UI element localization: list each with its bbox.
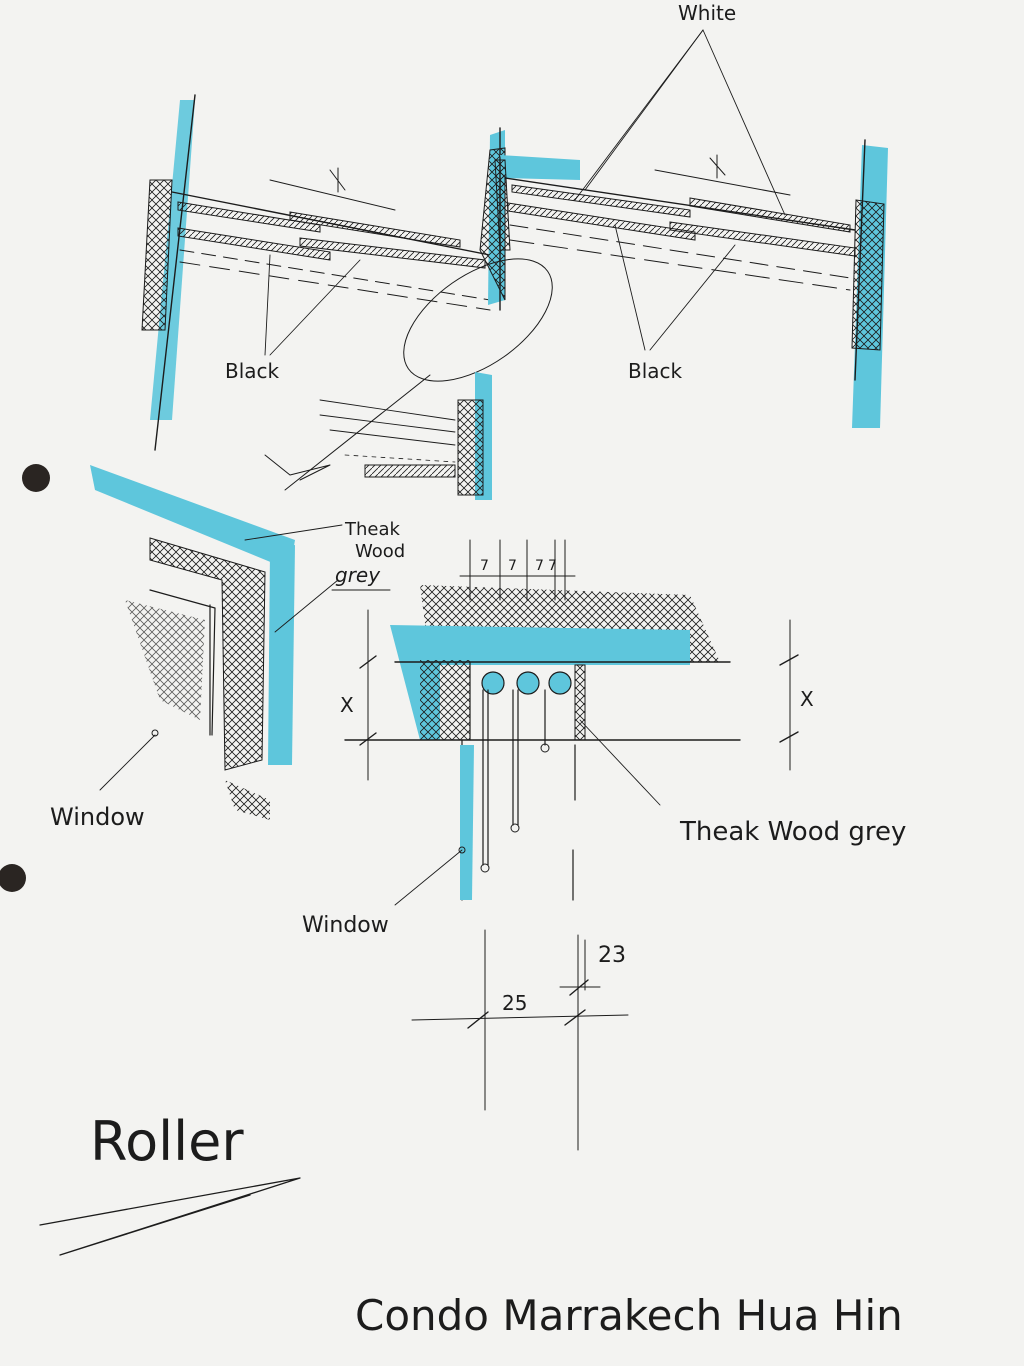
- marker-wall-left: [150, 100, 195, 420]
- dim-7-2: 7: [508, 558, 517, 574]
- label-roller: Roller: [90, 1110, 244, 1173]
- label-white: White: [678, 1, 736, 25]
- roller-underline: [39, 1177, 301, 1256]
- dim-7-1: 7: [480, 558, 489, 574]
- label-footer: Condo Marrakech Hua Hin: [355, 1291, 903, 1340]
- marker-window-frame: [460, 745, 474, 900]
- wall-hatch-left: [141, 179, 173, 331]
- marker-top-right-corner: [500, 155, 580, 180]
- dim-7-4: 7: [548, 558, 557, 574]
- marker-ceiling-band: [390, 625, 690, 740]
- track-roller-3: [548, 671, 572, 695]
- marker-window-top: [90, 465, 295, 570]
- label-black-right: Black: [628, 359, 683, 383]
- label-theak-wood-grey: Theak Wood grey: [679, 817, 906, 847]
- track-roller-1: [481, 671, 505, 695]
- dim-7-3: 7: [535, 558, 544, 574]
- label-x-right: X: [800, 687, 814, 711]
- window-corner-perspective: [90, 465, 343, 820]
- enlarged-detail: [264, 258, 553, 500]
- label-x-left: X: [340, 693, 354, 717]
- label-window-left: Window: [50, 803, 145, 831]
- ceiling-section-right: [494, 29, 888, 428]
- ceiling-section-left: [141, 94, 506, 451]
- dim-23: 23: [598, 943, 626, 968]
- label-black-left: Black: [225, 359, 280, 383]
- curtain-track-detail: [344, 539, 799, 1151]
- label-theak-top-3: grey: [335, 563, 381, 587]
- punch-hole-top: [22, 464, 50, 492]
- punch-hole-bottom: [0, 864, 26, 892]
- dim-25: 25: [502, 991, 527, 1015]
- label-window-center: Window: [302, 913, 389, 938]
- track-roller-2: [516, 671, 540, 695]
- label-theak-top-2: Wood: [355, 541, 405, 562]
- marker-window-side: [268, 545, 295, 765]
- label-theak-top-1: Theak: [344, 519, 401, 540]
